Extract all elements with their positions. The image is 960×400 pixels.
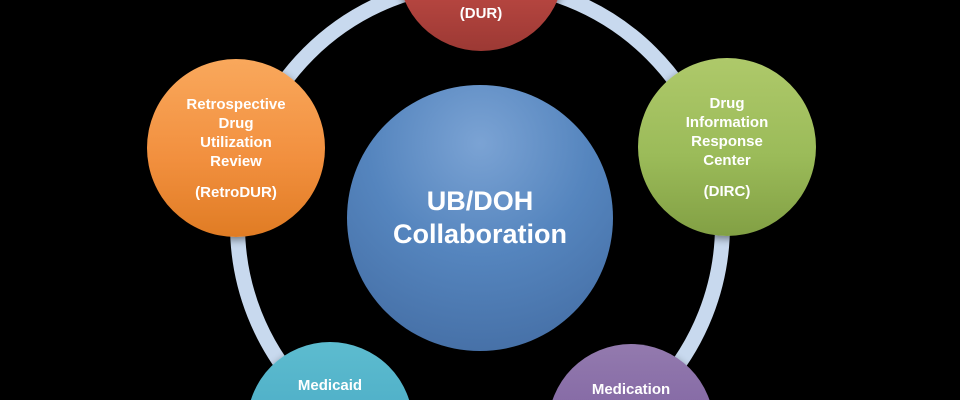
node-dirc-name: Drug Information Response Center: [685, 94, 769, 169]
node-retrodur-name: Retrospective Drug Utilization Review: [186, 95, 286, 170]
node-dirc: Drug Information Response Center (DIRC): [638, 58, 816, 236]
node-retrodur: Retrospective Drug Utilization Review (R…: [147, 59, 325, 237]
center-node: UB/DOH Collaboration: [347, 85, 613, 351]
node-retrodur-acronym: (RetroDUR): [195, 183, 277, 201]
node-medicaid-name: Medicaid: [297, 377, 363, 394]
node-dur-acronym: (DUR): [459, 5, 503, 22]
node-dirc-acronym: (DIRC): [703, 182, 751, 200]
center-node-label: UB/DOH Collaboration: [393, 186, 567, 249]
node-medication-name: Medication: [591, 381, 671, 398]
